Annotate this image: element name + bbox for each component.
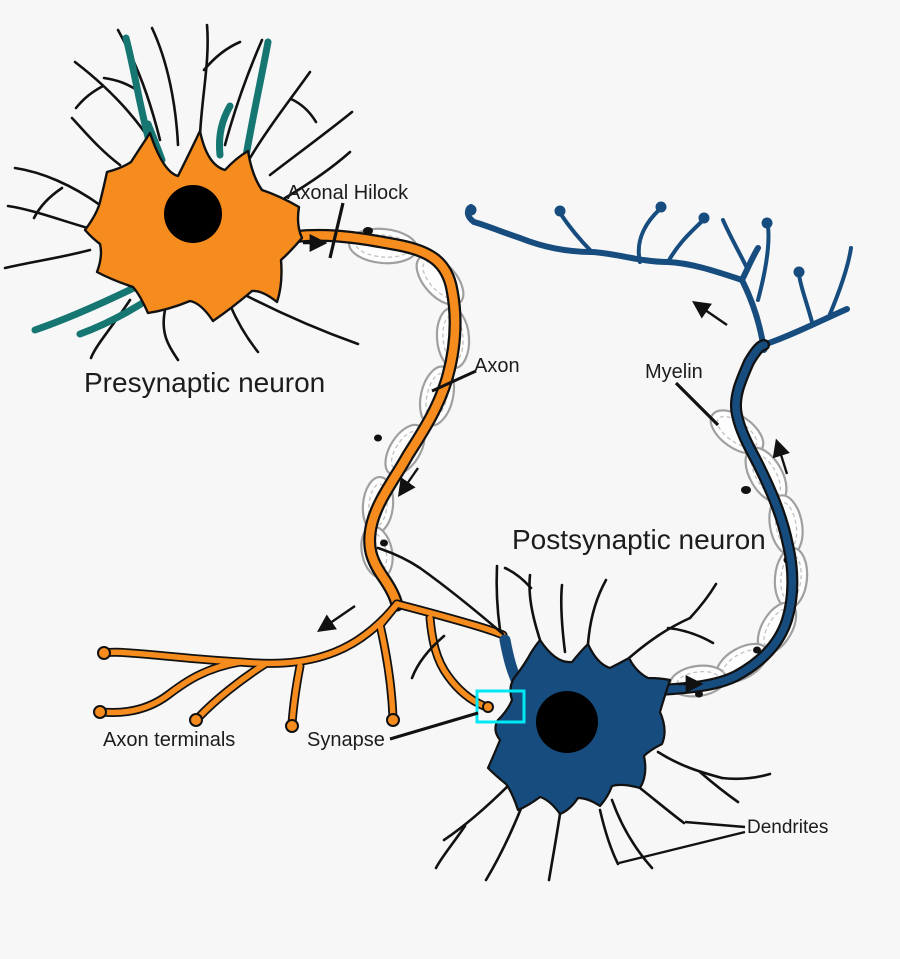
postsynaptic-soma [486, 634, 672, 816]
postsynaptic-dendrites [376, 546, 772, 882]
leader-synapse [389, 711, 479, 741]
leader-myelin [674, 381, 720, 427]
terminal-tree-knobs [465, 201, 805, 278]
leader-dendrites-1 [684, 820, 746, 829]
label-myelin: Myelin [645, 361, 703, 383]
arrow-axon-terminal [317, 605, 356, 633]
postsynaptic-terminal-tree [464, 201, 853, 353]
presynaptic-nucleus [164, 185, 222, 243]
terminal-boutons [93, 646, 494, 733]
presynaptic-soma [83, 129, 304, 323]
label-presynaptic-neuron: Presynaptic neuron [84, 367, 326, 398]
leader-axon [431, 369, 477, 393]
arrow-axon-mid [397, 467, 419, 497]
presynaptic-axon-terminals [93, 599, 508, 733]
label-postsynaptic-neuron: Postsynaptic neuron [512, 524, 766, 555]
signal-direction-arrows [303, 234, 790, 693]
arrow-myelin-right [772, 438, 790, 475]
presynaptic-dendrites-black [3, 23, 360, 362]
leader-lines [328, 202, 746, 865]
label-dendrites: Dendrites [747, 817, 829, 838]
label-axon: Axon [474, 355, 520, 377]
leader-axonal-hillock [328, 202, 345, 259]
synapse-highlight-box [475, 689, 526, 724]
postsynaptic-nucleus [536, 691, 598, 753]
label-axonal-hillock: Axonal Hilock [287, 182, 409, 204]
label-synapse: Synapse [307, 729, 385, 751]
postsynaptic-axon [654, 339, 799, 696]
label-axon-terminals: Axon terminals [103, 729, 236, 751]
presynaptic-axon [265, 228, 462, 612]
arrow-tree [692, 300, 728, 326]
leader-dendrites-2 [618, 830, 746, 865]
